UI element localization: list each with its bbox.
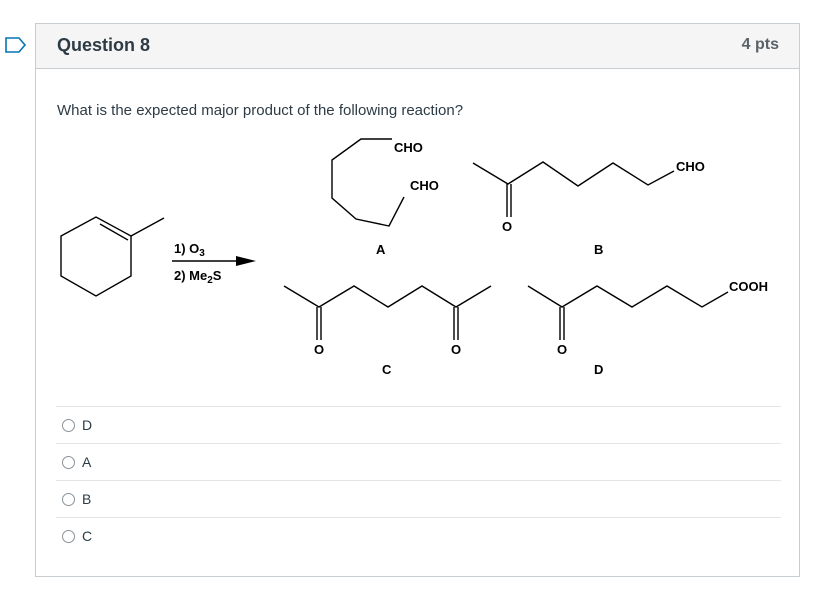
product-d-oxygen: O [557,342,567,357]
reagent-dms: 2) Me2S [174,268,222,286]
answer-option[interactable]: D [56,406,781,443]
radio-button[interactable] [62,419,75,432]
answer-option[interactable]: A [56,443,781,480]
product-a-structure [331,138,405,227]
answer-option[interactable]: C [56,517,781,554]
product-d-cooh: COOH [729,279,768,294]
flag-question-icon[interactable] [5,37,27,53]
product-c-oxygen-1: O [314,342,324,357]
product-label-a: A [376,242,386,257]
question-points: 4 pts [741,36,779,53]
arrow-head [236,256,256,266]
question-text: What is the expected major product of th… [57,102,464,119]
product-b-oxygen: O [502,219,512,234]
radio-button[interactable] [62,530,75,543]
radio-button[interactable] [62,493,75,506]
question-header: Question 8 4 pts [36,24,799,69]
answer-label[interactable]: B [82,491,92,507]
product-c-oxygen-2: O [451,342,461,357]
product-b-cho: CHO [676,159,705,174]
starting-material [60,216,165,297]
radio-button[interactable] [62,456,75,469]
answer-option[interactable]: B [56,480,781,517]
product-label-c: C [382,362,392,377]
reagent-ozone: 1) O3 [174,241,205,259]
product-label-d: D [594,362,603,377]
product-b-structure [472,161,675,217]
product-label-b: B [594,242,603,257]
reaction-scheme: 1) O3 2) Me2S CHO CHO A CHO O B O O C [60,138,768,377]
question-card: Question 8 4 pts What is the expected ma… [35,23,800,577]
product-a-cho-bottom: CHO [410,178,439,193]
product-a-cho-top: CHO [394,140,423,155]
answer-label[interactable]: C [82,528,93,544]
product-c-structure [283,285,492,340]
answer-list: D A B C [56,406,781,554]
answer-label[interactable]: D [82,417,93,433]
answer-label[interactable]: A [82,454,92,470]
question-title: Question 8 [57,35,151,55]
product-d-structure [527,285,729,340]
